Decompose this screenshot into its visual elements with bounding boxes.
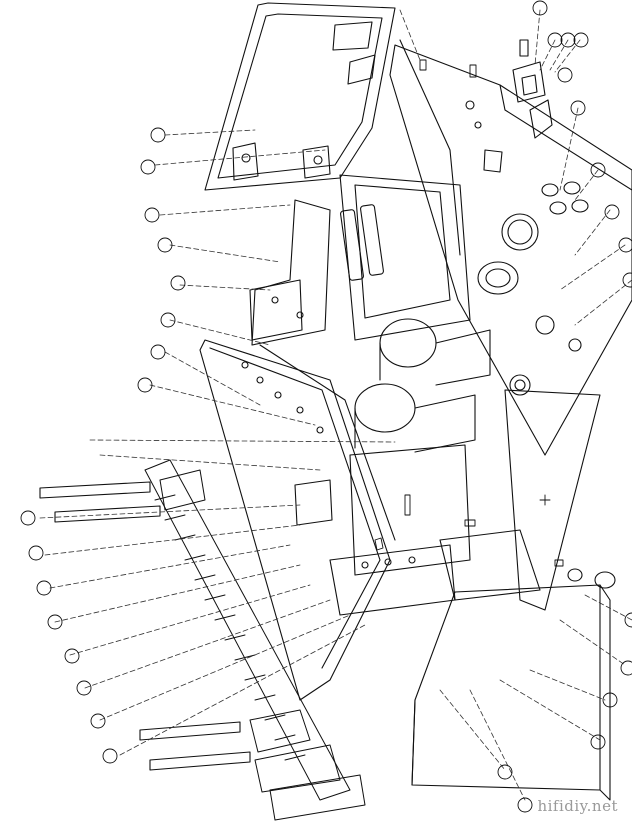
bottom-rails [39, 481, 251, 771]
transformer [339, 174, 471, 341]
capacitors [354, 318, 531, 453]
leader-lines [39, 9, 632, 801]
right-side-rail [504, 389, 616, 611]
top-right-components [512, 39, 589, 215]
heatsink-fins [144, 459, 366, 821]
callout-circles [20, 0, 632, 813]
lower-mounting-plate [329, 444, 541, 616]
bottom-cover [411, 584, 611, 801]
main-chassis-rail [199, 339, 396, 701]
screws [374, 59, 564, 567]
mid-bracket [249, 199, 331, 346]
watermark: hifidiy.net [537, 797, 618, 815]
top-chassis-plate [389, 39, 632, 456]
